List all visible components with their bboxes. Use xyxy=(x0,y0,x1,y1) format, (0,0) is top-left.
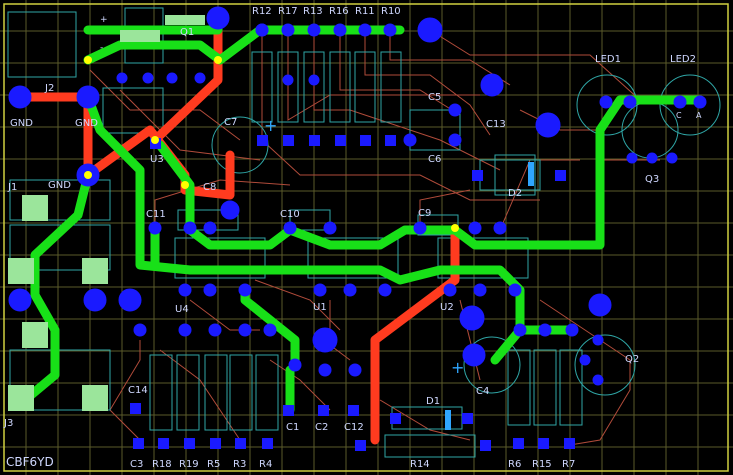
board-name-label: CBF6YD xyxy=(6,455,54,469)
label-c5: C5 xyxy=(428,92,441,103)
label-c3: C3 xyxy=(130,459,143,470)
label-d1: D1 xyxy=(426,396,440,407)
board-outline xyxy=(3,3,729,472)
label-r3: R3 xyxy=(233,459,246,470)
silkscreen-labels: R12 R17 R13 R16 R11 R10 C3 R18 R19 R5 R3… xyxy=(3,6,702,470)
label-c10: C10 xyxy=(280,209,300,220)
label-u2: U2 xyxy=(440,302,454,313)
label-c12: C12 xyxy=(344,422,364,433)
label-u3: U3 xyxy=(150,154,164,165)
label-gnd-left: GND xyxy=(10,118,33,129)
label-r17: R17 xyxy=(278,6,298,17)
label-q2: Q2 xyxy=(625,354,639,365)
label-c4: C4 xyxy=(476,386,489,397)
d1-band xyxy=(445,410,451,430)
label-j1: J1 xyxy=(7,182,17,193)
label-r4: R4 xyxy=(259,459,272,470)
label-led1: LED1 xyxy=(595,54,621,65)
label-r10: R10 xyxy=(381,6,401,17)
label-c7: C7 xyxy=(224,117,237,128)
label-c14: C14 xyxy=(128,385,148,396)
label-c9: C9 xyxy=(418,208,431,219)
label-c11: C11 xyxy=(146,209,166,220)
label-plus-c7: + xyxy=(264,116,277,135)
label-plus-j2: + xyxy=(100,15,108,25)
label-r12: R12 xyxy=(252,6,272,17)
label-r13: R13 xyxy=(303,6,323,17)
label-j3: J3 xyxy=(3,418,13,429)
label-j2: J2 xyxy=(44,83,54,94)
label-r18: R18 xyxy=(152,459,172,470)
label-r11: R11 xyxy=(355,6,375,17)
component-outlines xyxy=(7,7,721,458)
label-c2: C2 xyxy=(315,422,328,433)
label-u1: U1 xyxy=(313,302,327,313)
label-q3: Q3 xyxy=(645,174,659,185)
label-r6: R6 xyxy=(508,459,521,470)
label-u4: U4 xyxy=(175,304,189,315)
label-r7: R7 xyxy=(562,459,575,470)
label-c6: C6 xyxy=(428,154,441,165)
label-d2: D2 xyxy=(508,188,522,199)
label-r16: R16 xyxy=(329,6,349,17)
label-r5: R5 xyxy=(207,459,220,470)
label-led2: LED2 xyxy=(670,54,696,65)
highlight-pads xyxy=(84,56,459,232)
label-gnd-center: GND xyxy=(75,118,98,129)
through-hole-pads xyxy=(8,6,707,386)
label-r14: R14 xyxy=(410,459,430,470)
label-q1: Q1 xyxy=(180,27,194,38)
label-c13: C13 xyxy=(486,119,506,130)
d2-band xyxy=(528,162,534,186)
label-minus-j2: - xyxy=(100,43,103,53)
bottom-copper-traces xyxy=(20,13,705,415)
label-plus-c4: + xyxy=(451,358,464,377)
label-c1: C1 xyxy=(286,422,299,433)
label-gnd-j1: GND xyxy=(48,180,71,191)
label-led-a: A xyxy=(696,111,702,120)
smd-pads xyxy=(8,15,205,411)
label-r15: R15 xyxy=(532,459,552,470)
label-led-c: C xyxy=(676,111,682,120)
label-r19: R19 xyxy=(179,459,199,470)
label-c8: C8 xyxy=(203,182,216,193)
